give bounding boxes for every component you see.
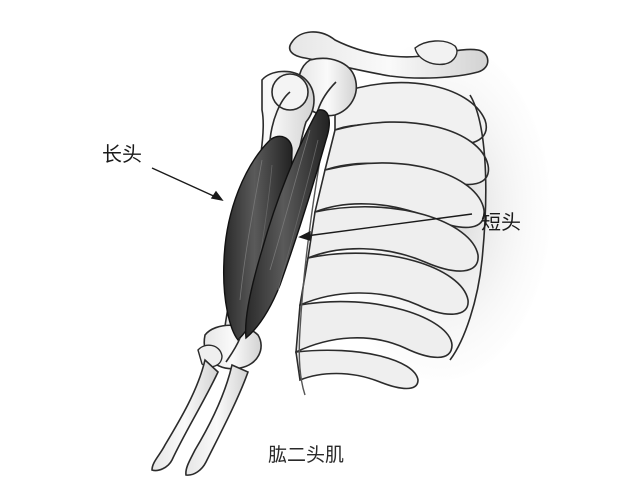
long-head-pointer [151,167,219,199]
short-head-pointer [305,213,473,237]
long-head-arrowhead [210,190,224,202]
forearm-bones [151,358,250,476]
short-head-label: 短头 [481,210,521,234]
biceps-short-head [244,109,330,340]
biceps-tendons [225,81,337,363]
label-leader-lines [151,167,473,241]
long-head-label: 长头 [102,142,142,166]
rib-cage [295,81,490,396]
short-head-arrowhead [298,230,311,241]
figure-title: 肱二头肌 [268,444,345,466]
